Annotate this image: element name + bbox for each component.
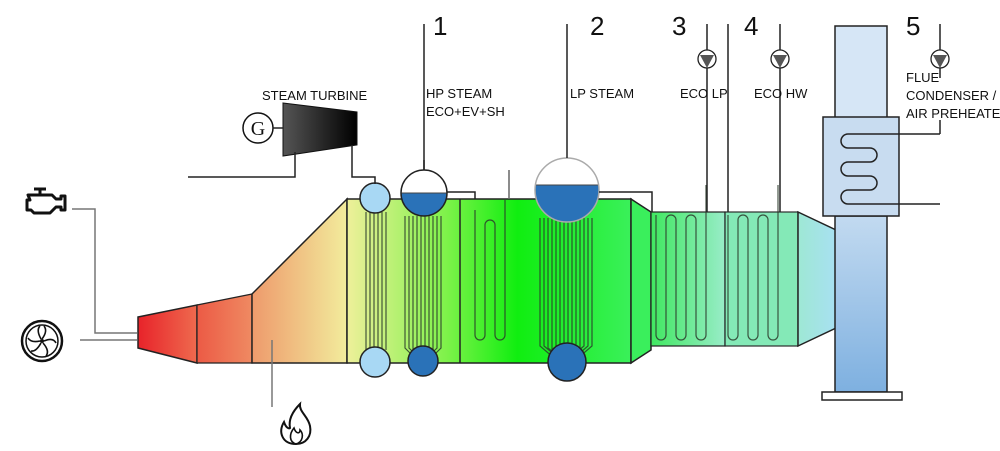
lp-steam-label: LP STEAM bbox=[570, 86, 634, 101]
hw-economizer-coil bbox=[727, 185, 779, 341]
flue-condenser-box bbox=[822, 116, 900, 217]
steam-turbine-label: STEAM TURBINE bbox=[262, 88, 368, 103]
hp-steam-components-label: ECO+EV+SH bbox=[426, 104, 505, 119]
lp-drum-outlet-pipe bbox=[599, 191, 653, 212]
flue-label: FLUE bbox=[906, 70, 940, 85]
air-preheater-label: AIR PREHEATER bbox=[906, 106, 1000, 121]
pump-icon bbox=[930, 49, 950, 69]
stage-number-3: 3 bbox=[672, 11, 686, 41]
hp-steam-label: HP STEAM bbox=[426, 86, 492, 101]
hp-mud-drum bbox=[407, 345, 439, 377]
stage-number-5: 5 bbox=[906, 11, 920, 41]
lp-mud-drum bbox=[547, 342, 587, 382]
generator-label: G bbox=[251, 118, 265, 140]
hp-evaporator-tubes bbox=[404, 216, 442, 357]
stage-number-2: 2 bbox=[590, 11, 604, 41]
flame-icon bbox=[280, 401, 312, 446]
stack-base bbox=[821, 391, 903, 401]
inlet-duct-section-2 bbox=[196, 293, 253, 364]
turbine-fan-icon bbox=[20, 319, 64, 363]
inlet-duct-section-1 bbox=[137, 304, 198, 364]
lp-economizer-coil bbox=[655, 185, 707, 341]
steam-turbine bbox=[282, 102, 358, 157]
lp-economizer-section bbox=[650, 211, 726, 347]
transition-to-economizer bbox=[630, 197, 652, 365]
hp-drum-outlet-pipe bbox=[447, 191, 476, 199]
turbine-inlet-steam-line bbox=[351, 145, 376, 184]
engine-connector-line bbox=[72, 208, 137, 334]
flue-condenser-coil bbox=[840, 133, 940, 205]
stage-number-4: 4 bbox=[744, 11, 758, 41]
turbine-exhaust-line bbox=[188, 152, 296, 178]
hw-economizer-section bbox=[724, 211, 799, 347]
engine-icon bbox=[25, 187, 67, 215]
hp-economizer-coil bbox=[474, 200, 506, 341]
hp-steam-drum bbox=[400, 169, 448, 217]
eco-hw-label: ECO HW bbox=[754, 86, 808, 101]
condenser-label: CONDENSER / bbox=[906, 88, 997, 103]
eco-lp-label: ECO LP bbox=[680, 86, 728, 101]
burner-transition-cone bbox=[251, 197, 348, 364]
pump-icon bbox=[697, 49, 717, 69]
sh-bottom-header bbox=[359, 346, 391, 378]
hp-superheater-tubes bbox=[365, 212, 387, 350]
pump-icon bbox=[770, 49, 790, 69]
generator: G bbox=[242, 112, 274, 144]
outlet-transition-duct bbox=[797, 210, 837, 348]
stack-top bbox=[834, 25, 888, 119]
sh-top-header bbox=[359, 182, 391, 214]
stage-number-1: 1 bbox=[433, 11, 447, 41]
stack-body bbox=[834, 215, 888, 393]
